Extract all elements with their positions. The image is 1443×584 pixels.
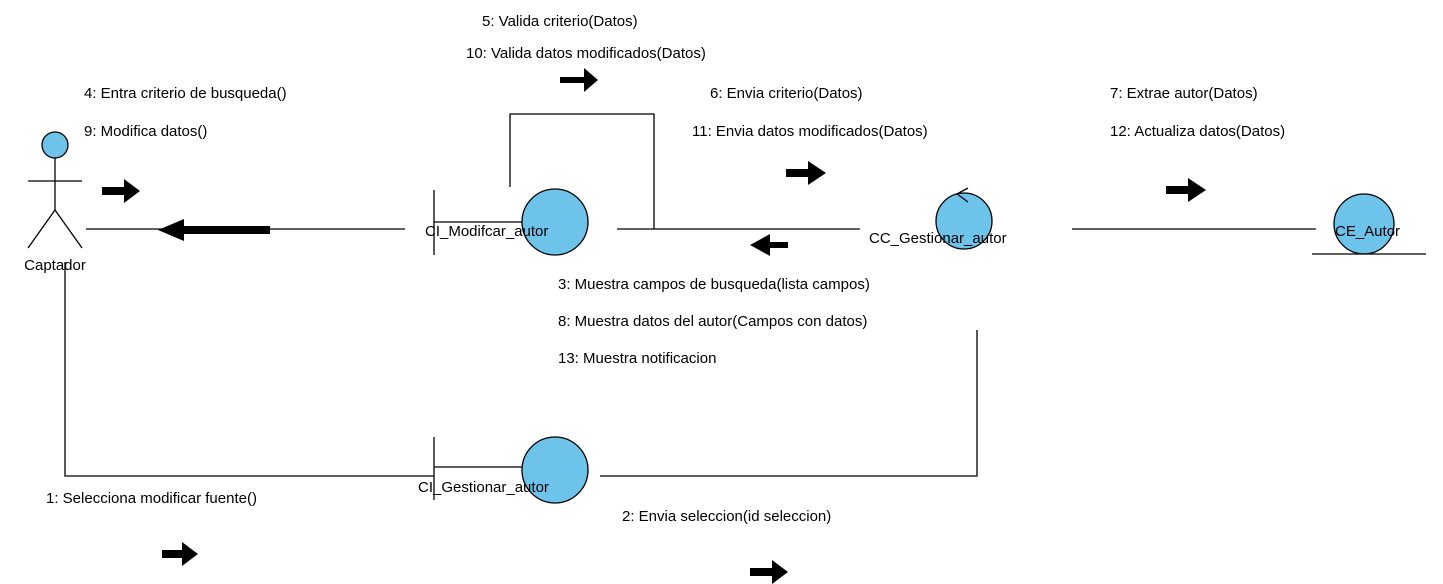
message-8: 8: Muestra datos del autor(Campos con da… [558,313,867,330]
actor-head-icon [41,131,69,159]
link-ci-gestionar-cc-gestionar[interactable] [600,330,978,477]
message-3: 3: Muestra campos de busqueda(lista camp… [558,276,870,293]
ci-modificar-label: CI_Modifcar_autor [425,223,548,240]
entity-ce-autor[interactable]: CE_Autor [1312,193,1426,255]
message-1: 1: Selecciona modificar fuente() [46,490,257,507]
arrow-left-icon [158,219,270,241]
message-2: 2: Envia seleccion(id seleccion) [622,508,831,525]
actor-label: Captador [24,257,86,274]
message-9: 9: Modifica datos() [84,123,207,140]
arrow-right-icon [1166,178,1206,202]
cc-gestionar-label: CC_Gestionar_autor [869,230,1007,247]
control-circle-icon [935,192,993,250]
boundary-ci-gestionar-autor[interactable]: CI_Gestionar_autor [418,436,589,504]
message-7: 7: Extrae autor(Datos) [1110,85,1258,102]
message-5: 5: Valida criterio(Datos) [482,13,638,30]
message-labels: 5: Valida criterio(Datos) 10: Valida dat… [46,13,1285,525]
message-6: 6: Envia criterio(Datos) [710,85,863,102]
control-cc-gestionar-autor[interactable]: CC_Gestionar_autor [869,187,1007,250]
actor-captador[interactable]: Captador [24,131,86,274]
message-10: 10: Valida datos modificados(Datos) [466,45,706,62]
boundary-circle-icon [521,188,589,256]
arrow-right-icon [162,542,198,566]
actor-right-leg [54,209,83,249]
arrow-right-icon [560,68,598,92]
ce-autor-label: CE_Autor [1335,223,1400,240]
message-11: 11: Envia datos modificados(Datos) [692,123,928,140]
message-4: 4: Entra criterio de busqueda() [84,85,287,102]
arrow-right-icon [102,179,140,203]
message-13: 13: Muestra notificacion [558,350,716,367]
arrow-left-icon [750,234,788,256]
control-arrowhead-icon [955,187,969,203]
link-captador-ci-gestionar[interactable] [64,262,434,477]
arrow-right-icon [786,161,826,185]
actor-left-leg [27,209,56,249]
arrow-right-icon [750,560,788,584]
links [64,113,1316,477]
message-arrows [102,68,1206,584]
self-loop-ci-modificar[interactable] [509,113,655,229]
ci-gestionar-label: CI_Gestionar_autor [418,479,549,496]
boundary-circle-icon [521,436,589,504]
message-12: 12: Actualiza datos(Datos) [1110,123,1285,140]
boundary-ci-modificar-autor[interactable]: CI_Modifcar_autor [425,188,589,256]
